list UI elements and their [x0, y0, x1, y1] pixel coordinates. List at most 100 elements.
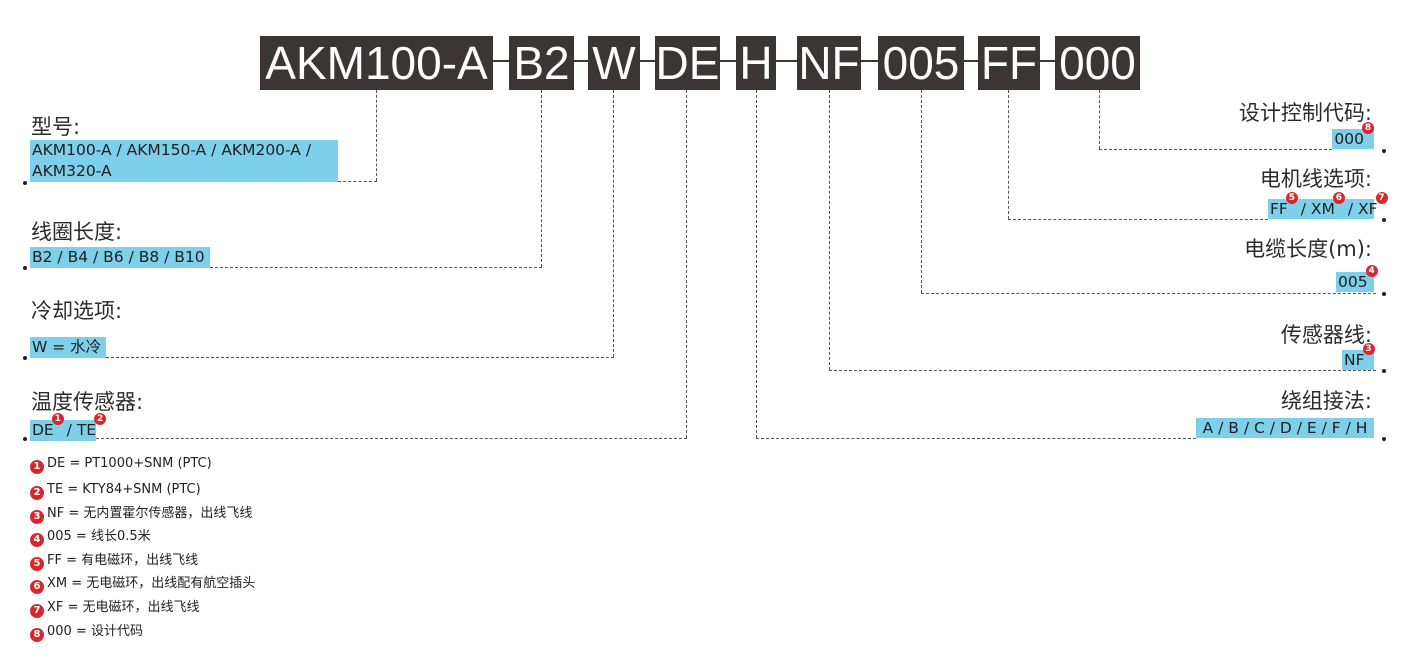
- design-option-000: 000: [1334, 130, 1364, 148]
- code-segment-motor-cable: FF: [978, 36, 1040, 90]
- connector-line: [1099, 90, 1100, 149]
- cooling-label: 冷却选项:: [31, 299, 123, 323]
- code-separator: [1040, 60, 1055, 62]
- connector-line: [106, 357, 614, 358]
- marker-4: 4: [1365, 265, 1378, 277]
- code-segment-sensor-cable: NF: [797, 36, 861, 90]
- cable-option-005: 005: [1338, 273, 1368, 291]
- temp-sensor-options: DE1 / TE2: [30, 413, 107, 441]
- marker-5: 5: [30, 557, 44, 571]
- connector-line: [96, 438, 687, 439]
- code-segment-cooling: W: [588, 36, 640, 90]
- marker-5: 5: [1285, 192, 1298, 204]
- leader-dot: [23, 266, 27, 270]
- code-separator: [720, 60, 736, 62]
- code-separator: [640, 60, 655, 62]
- winding-options: A / B / C / D / E / F / H: [1196, 418, 1374, 438]
- code-segment-temp-sensor: DE: [655, 36, 720, 90]
- code-segment-coil: B2: [509, 36, 574, 90]
- connector-line: [1008, 90, 1009, 219]
- leader-dot: [1382, 149, 1386, 153]
- code-separator: [964, 60, 978, 62]
- leader-dot: [23, 181, 27, 185]
- motor-cable-label: 电机线选项:: [1259, 167, 1372, 191]
- code-segment-winding: H: [736, 36, 776, 90]
- note-text: XM = 无电磁环，出线配有航空插头: [47, 576, 256, 591]
- connector-line: [541, 90, 542, 267]
- marker-6: 6: [1332, 192, 1345, 204]
- model-options-line1: AKM100-A / AKM150-A / AKM200-A /: [30, 140, 338, 161]
- connector-line: [210, 267, 542, 268]
- note-text: TE = KTY84+SNM (PTC): [47, 482, 201, 497]
- marker-1: 1: [30, 460, 44, 474]
- design-code-options: 0008: [1332, 122, 1374, 149]
- connector-line: [756, 438, 1196, 439]
- leader-dot: [1382, 437, 1386, 441]
- marker-6: 6: [30, 580, 44, 594]
- winding-label: 绕组接法:: [1280, 389, 1372, 413]
- note-text: DE = PT1000+SNM (PTC): [47, 456, 212, 471]
- coil-length-label: 线圈长度:: [31, 220, 123, 244]
- cable-length-options: 0054: [1336, 265, 1378, 292]
- motor-option-xm: / XM: [1295, 200, 1335, 218]
- note-text: 005 = 线长0.5米: [47, 529, 151, 544]
- marker-8: 8: [30, 628, 44, 642]
- connector-line: [1008, 219, 1268, 220]
- design-code-label: 设计控制代码:: [1238, 101, 1372, 125]
- connector-line: [376, 90, 377, 181]
- leader-dot: [23, 437, 27, 441]
- code-separator: [776, 60, 797, 62]
- connector-line: [686, 90, 687, 438]
- connector-line: [829, 90, 830, 370]
- marker-2: 2: [30, 486, 44, 500]
- marker-8: 8: [1362, 122, 1374, 134]
- model-options-line2: AKM320-A: [30, 161, 338, 182]
- marker-1: 1: [51, 413, 64, 425]
- note-text: XF = 无电磁环，出线飞线: [47, 600, 200, 615]
- temp-option-de: DE: [32, 421, 54, 439]
- option-separator: /: [61, 421, 77, 439]
- leader-dot: [1382, 218, 1386, 222]
- connector-line: [921, 293, 1376, 294]
- marker-7: 7: [1375, 192, 1388, 204]
- leader-dot: [1382, 369, 1386, 373]
- note-text: NF = 无内置霍尔传感器，出线飞线: [47, 506, 253, 521]
- motor-option-xf: / XF: [1342, 200, 1378, 218]
- temp-sensor-label: 温度传感器:: [31, 390, 144, 414]
- connector-line: [756, 90, 757, 438]
- note-text: 000 = 设计代码: [47, 624, 143, 639]
- motor-option-ff: FF: [1270, 200, 1288, 218]
- marker-3: 3: [30, 510, 44, 524]
- connector-line: [829, 370, 1376, 371]
- code-separator: [493, 60, 509, 62]
- sensor-cable-label: 传感器线:: [1280, 323, 1372, 347]
- connector-line: [613, 90, 614, 357]
- connector-line: [921, 90, 922, 293]
- connector-line: [1099, 149, 1332, 150]
- marker-2: 2: [94, 413, 107, 425]
- code-segment-design: 000: [1055, 36, 1140, 90]
- code-segment-cable-length: 005: [878, 36, 964, 90]
- marker-4: 4: [30, 533, 44, 547]
- sensor-cable-options: NF3: [1342, 343, 1375, 370]
- connector-line: [338, 181, 377, 182]
- temp-option-te: TE: [76, 421, 97, 439]
- leader-dot: [1382, 292, 1386, 296]
- model-label: 型号:: [31, 115, 81, 139]
- coil-length-options: B2 / B4 / B6 / B8 / B10: [30, 247, 210, 268]
- marker-3: 3: [1362, 343, 1375, 355]
- leader-dot: [23, 356, 27, 360]
- code-separator: [574, 60, 588, 62]
- code-separator: [861, 60, 878, 62]
- motor-cable-options: FF5 / XM6 / XF7: [1268, 192, 1388, 219]
- code-segment-model: AKM100-A: [260, 36, 493, 90]
- note-text: FF = 有电磁环，出线飞线: [47, 553, 199, 568]
- cooling-options: W = 水冷: [30, 337, 106, 358]
